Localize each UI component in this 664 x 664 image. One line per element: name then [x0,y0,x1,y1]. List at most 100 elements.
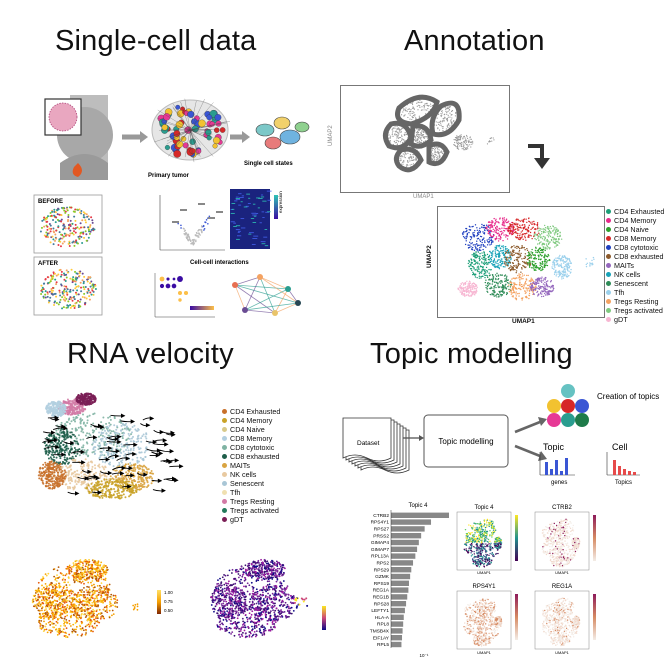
bar [391,553,416,559]
legend-swatch [222,481,227,486]
umap-reg1a-title: REG1A [552,584,572,590]
umap-rps4y1: RPS4Y1 UMAP1 [456,584,518,655]
legend-swatch [606,299,611,304]
umap-topic4: Topic 4 UMAP1 [456,505,518,575]
bar-axis-tick: 10⁻¹ [420,653,429,658]
after-label: AFTER [38,261,59,267]
velocity-pseudotime-plot [210,558,326,639]
legend-swatch [606,209,611,214]
legend-item: Tregs Resting [606,297,664,306]
colorbar-tick-3: 0.50 [164,608,173,613]
legend-swatch [222,517,227,522]
dataset-stack-icon [342,417,410,474]
bar-category-label: RPS28 [374,601,390,607]
bar-category-label: REG1B [373,594,389,600]
bar-chart-title: Topic 4 [408,503,428,509]
title-topic-modelling: Topic modelling [370,338,573,370]
bar-category-label: RPS2 [376,560,389,566]
bar [391,567,412,573]
legend-label: CD4 Memory [614,216,657,225]
bar [391,512,449,518]
bar-category-label: CTRB2 [373,513,389,519]
bar-category-label: RPL13A [371,554,390,560]
velocity-length-plot: 1.00 0.75 0.50 [31,558,173,638]
legend-label: NK cells [614,270,641,279]
cluster-outlines [383,94,462,173]
bar [391,607,405,614]
genes-axis-label: genes [551,480,567,486]
legend-item: CD4 Memory [222,416,280,425]
legend-item: MAITs [606,261,664,270]
legend-label: Senescent [614,279,648,288]
bar-category-label: HLA-A [375,615,390,621]
umap1-axis-label-grey: UMAP1 [413,194,434,200]
umap-reg1a: REG1A UMAP1 [534,584,596,655]
legend-swatch [222,463,227,468]
legend-item: gDT [222,515,280,524]
bar [391,560,414,566]
legend-label: CD8 cytotoxic [614,243,659,252]
bar [391,526,425,532]
legend-label: CD4 Exhausted [230,407,281,416]
umap-topic4-title: Topic 4 [474,505,494,511]
bar [391,635,403,641]
legend-swatch [606,227,611,232]
legend-label: NK cells [230,470,257,479]
topic-workflow-diagram: Dataset Topic modelling Creation of topi… [342,384,659,486]
legend-label: CD8 cytotoxic [230,443,275,452]
bar [391,587,409,593]
legend-label: gDT [614,315,628,324]
topic-modelling-box-label: Topic modelling [438,437,493,446]
legend-label: CD8 Memory [614,234,657,243]
bar [391,539,419,546]
topic-gene-barplot-icon [539,452,575,476]
primary-tumor-label: Primary tumor [148,173,190,179]
legend-label: MAITs [614,261,634,270]
legend-swatch [222,508,227,513]
legend-swatch [222,436,227,441]
legend-label: Tfh [614,288,625,297]
legend-label: CD4 Naive [230,425,265,434]
legend-label: gDT [230,515,244,524]
legend-label: CD4 Exhausted [614,207,664,216]
topics-axis-label: Topics [615,480,632,486]
legend-label: Tregs Resting [614,297,659,306]
bar [391,628,403,634]
primary-tumor-illustration [151,98,230,163]
legend-item: CD8 exhausted [222,452,280,461]
before-label: BEFORE [38,199,63,205]
bar-category-label: RPS4Y1 [371,520,390,526]
bar-category-label: LEFTY1 [371,608,389,614]
umap-ctrb2-title: CTRB2 [552,505,572,511]
legend-swatch [606,254,611,259]
bar [391,614,404,620]
volcano-plot [159,195,225,251]
legend-label: Tregs activated [230,506,279,515]
legend-swatch [222,472,227,477]
legend-item: CD8 cytotoxic [222,443,280,452]
bar [391,641,402,648]
legend-swatch [222,445,227,450]
legend-item: Tregs activated [222,506,280,515]
creation-of-topics-label: Creation of topics [597,392,659,401]
topic-circles-icon [547,384,589,427]
legend-swatch [222,454,227,459]
umap2-axis-label: UMAP2 [426,245,433,268]
bar-category-label: TMSB4X [370,628,390,634]
colorbar-tick-2: 0.75 [164,599,173,604]
bar-category-label: GZMK [375,574,390,580]
bar [391,601,407,607]
umap1-label: UMAP1 [477,570,492,575]
legend-item: CD4 Exhausted [222,407,280,416]
bar-category-label: RPS29 [374,567,390,573]
legend-item: CD4 Memory [606,216,664,225]
title-rna-velocity: RNA velocity [67,338,234,370]
legend-swatch [222,490,227,495]
before-panel [33,194,103,254]
legend-item: Tregs activated [606,306,664,315]
legend-label: Senescent [230,479,264,488]
umap2-axis-label-grey: UMAP2 [328,125,334,146]
velocity-stream-plot [37,392,184,500]
